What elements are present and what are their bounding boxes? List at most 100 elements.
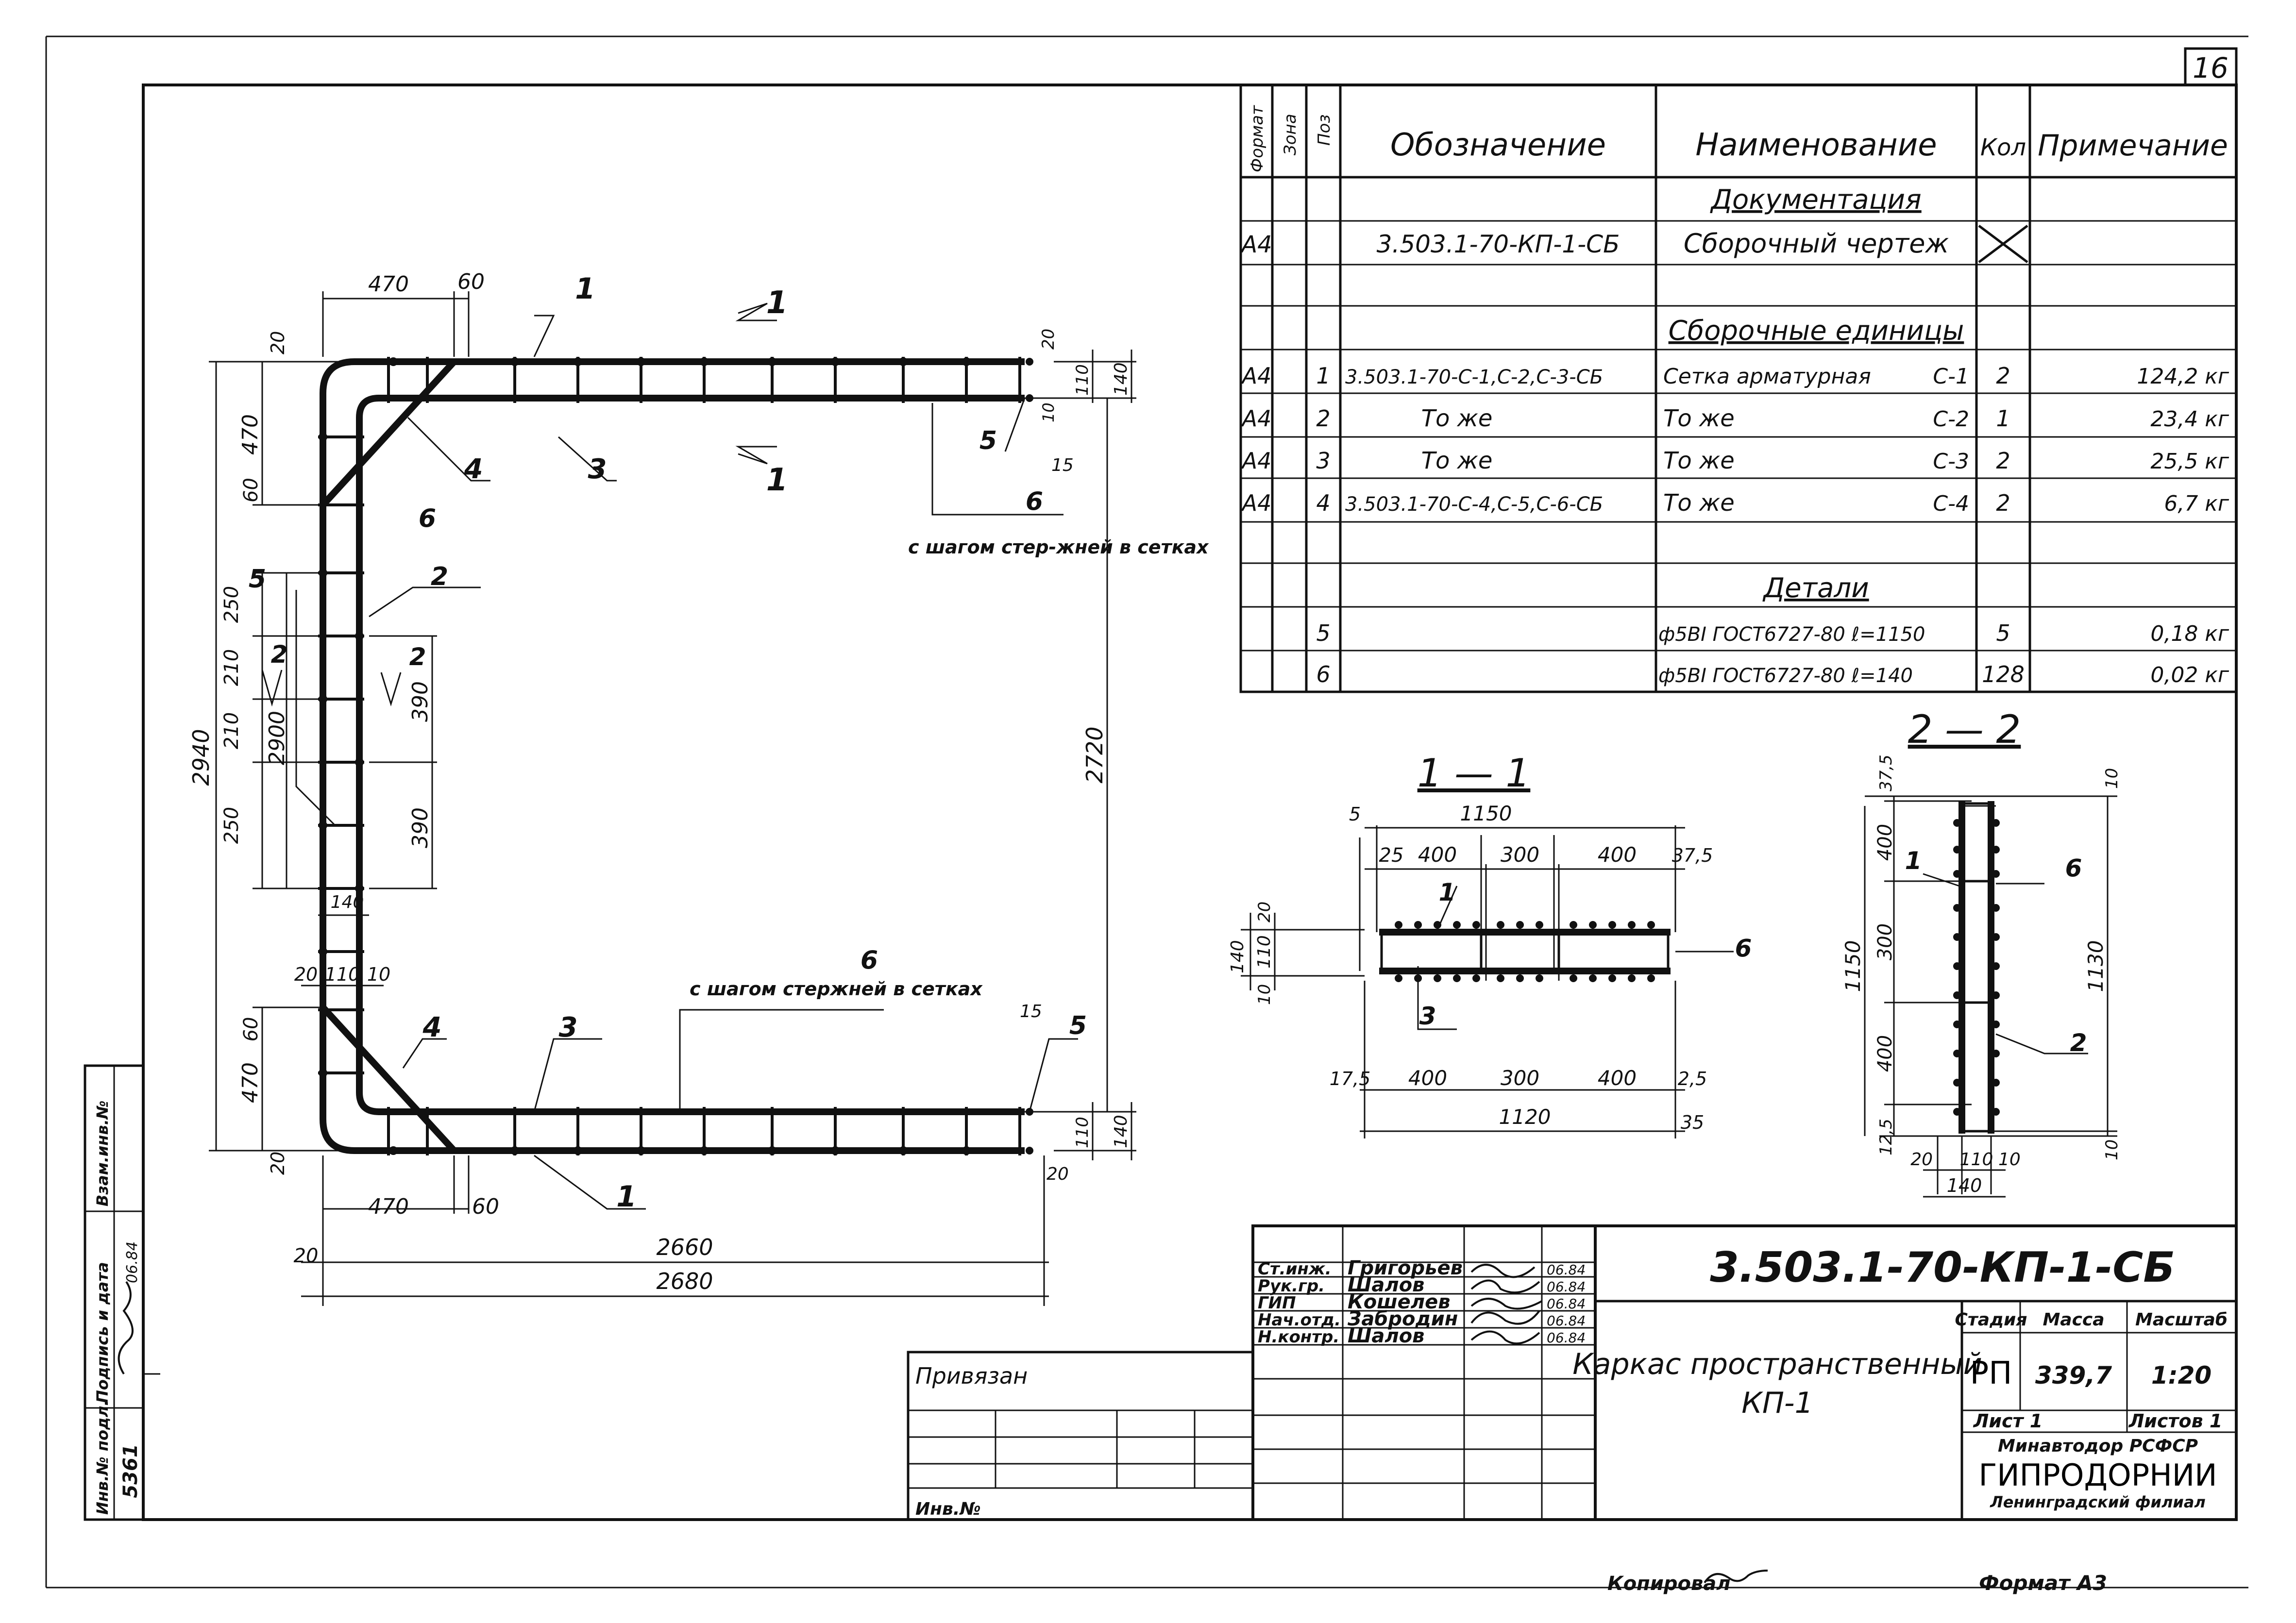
row4-note: 23,4 кг (2150, 407, 2229, 432)
section-documentation: Документация (1709, 184, 1921, 216)
left-bar-outer (320, 358, 374, 1154)
header-format: Формат (1248, 105, 1267, 172)
s1-label-6: 6 (1735, 934, 1752, 962)
dim-left-20-top: 20 (267, 331, 288, 354)
dim-right-110-bottom: 110 (1073, 1117, 1092, 1148)
plan-label-2: 2 (431, 562, 448, 591)
s1-dim-2-5: 2,5 (1678, 1068, 1707, 1089)
dim-top-470: 470 (368, 272, 409, 297)
s1-label-1: 1 (1439, 878, 1456, 906)
s1-dim-25: 25 (1379, 844, 1404, 867)
s2-dim-140: 140 (1947, 1175, 1982, 1196)
s2-label-1: 1 (1905, 847, 1922, 875)
org-1: Минавтодор РСФСР (1998, 1436, 2198, 1456)
s2-dim-1130: 1130 (2084, 940, 2108, 992)
dim-left-210-a: 210 (220, 649, 243, 686)
date-0: 06.84 (1547, 1262, 1586, 1278)
s2-dim-300: 300 (1874, 923, 1896, 960)
dim-right-15-bottom: 15 (1020, 1002, 1042, 1021)
inv-label: Инв.№ (915, 1499, 981, 1519)
row5-qty: 2 (1996, 448, 2010, 474)
s1-dim-5: 5 (1349, 803, 1361, 825)
row8-name: ф5ВI ГОСТ6727-80 ℓ=1150 (1658, 623, 1925, 646)
role-4: Н.контр. (1258, 1327, 1339, 1347)
dim-inner-390-a: 390 (408, 681, 433, 722)
section-2-2: 2 — 2 (1841, 707, 2122, 1198)
row5-pos: 3 (1316, 448, 1330, 474)
row4-pos: 2 (1316, 405, 1330, 432)
dim-2720: 2720 (1081, 726, 1108, 783)
header-zone: Зона (1281, 114, 1300, 155)
dim-left-2940: 2940 (188, 729, 214, 786)
header-name: Наименование (1695, 127, 1937, 163)
left-bar-inner (356, 395, 379, 1115)
stamp-date: 06.84 (124, 1241, 141, 1283)
stage-label: Стадия (1955, 1310, 2027, 1330)
s1-dim-300: 300 (1501, 843, 1539, 867)
scale-value: 1:20 (2151, 1361, 2212, 1389)
dim-inner-390-b: 390 (408, 807, 433, 848)
role-2: ГИП (1258, 1293, 1296, 1313)
section-1-title: 1 — 1 (1418, 751, 1531, 796)
s1-dim-1120: 1120 (1499, 1105, 1551, 1129)
section-mark-2-left: 2 (271, 640, 288, 669)
section-assembly-units: Сборочные единицы (1669, 315, 1964, 347)
dim-inner-20: 20 (294, 964, 318, 985)
name-1: Шалов (1348, 1274, 1425, 1296)
s1-dim-10: 10 (1255, 984, 1274, 1005)
plan-label-3-bottom: 3 (559, 1012, 578, 1043)
stamp-inv-podl: Инв.№ подл. (93, 1400, 112, 1515)
s1-dim-b400-a: 400 (1408, 1066, 1447, 1090)
s1-dim-140: 140 (1228, 940, 1248, 973)
plan-label-5-left: 5 (249, 565, 266, 594)
plan-label-5-bottom: 5 (1069, 1011, 1087, 1040)
name-0: Григорьев (1348, 1257, 1463, 1279)
dim-left-250-b: 250 (220, 807, 243, 844)
plan-label-1-bottom: 1 (616, 1180, 637, 1214)
plan-label-5-top: 5 (979, 426, 997, 455)
s1-dim-400-a: 400 (1418, 843, 1457, 867)
plan-label-4-top: 4 (464, 453, 483, 485)
dim-right-140-bottom: 140 (1111, 1115, 1131, 1148)
s1-label-3: 3 (1419, 1002, 1436, 1030)
row9-pos: 6 (1316, 661, 1330, 687)
sheets-label: Листов 1 (2128, 1410, 2223, 1432)
row5-designation: То же (1421, 447, 1493, 474)
copied-signature (1704, 1570, 1768, 1584)
drawing-frame (142, 84, 2238, 1521)
s2-dim-110: 110 (1960, 1150, 1993, 1170)
diagonal-bottom (320, 1005, 457, 1153)
row9-name: ф5ВI ГОСТ6727-80 ℓ=140 (1658, 665, 1913, 687)
s1-dim-110: 110 (1254, 935, 1274, 969)
plan-label-3-top: 3 (588, 453, 607, 485)
section-1-1: 1 — 1 (1228, 751, 1752, 1138)
dim-bottom-2680: 2680 (656, 1268, 713, 1294)
name-2: Кошелев (1348, 1291, 1451, 1313)
stage-value: РП (1970, 1355, 2012, 1391)
dim-left-470-bottom: 470 (238, 1062, 263, 1103)
section-mark-1-bottom: 1 (766, 462, 788, 498)
row4-format: А4 (1241, 405, 1272, 432)
row6-format: А4 (1241, 490, 1272, 516)
specification-table (1239, 84, 2238, 693)
name-4: Шалов (1348, 1325, 1425, 1347)
stamp-sign-date: Подпись и дата (93, 1262, 112, 1403)
row6-note: 6,7 кг (2164, 491, 2229, 516)
s2-label-2: 2 (2070, 1029, 2087, 1057)
s1-dim-b300: 300 (1501, 1066, 1539, 1090)
header-note: Примечание (2038, 129, 2228, 163)
plan-label-6-left: 6 (419, 504, 436, 533)
dim-right-15-top: 15 (1051, 455, 1074, 475)
dim-bottom-60: 60 (472, 1194, 499, 1219)
s2-dim-20: 20 (1910, 1150, 1933, 1170)
plan-label-6-bottom: 6 (861, 946, 878, 975)
row6-qty: 2 (1996, 490, 2010, 516)
s2-dim-37-5: 37,5 (1876, 754, 1896, 791)
row8-note: 0,18 кг (2150, 621, 2229, 646)
s2-label-6: 6 (2065, 854, 2082, 882)
row5-format: А4 (1241, 448, 1272, 474)
side-stamp (84, 1064, 160, 1521)
diagonal-top (320, 359, 457, 507)
row3-note: 124,2 кг (2137, 364, 2229, 389)
